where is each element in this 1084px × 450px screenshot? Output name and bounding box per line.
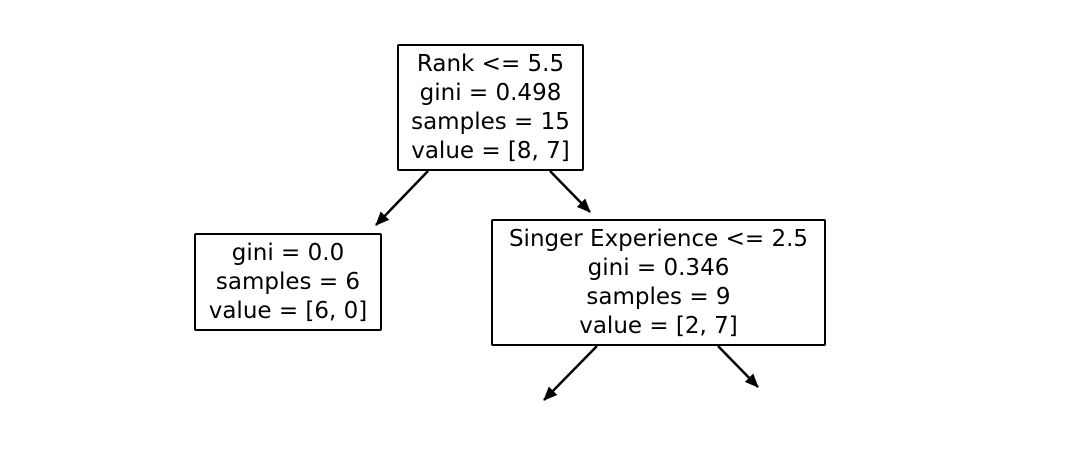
tree-node-left-leaf: gini = 0.0 samples = 6 value = [6, 0] bbox=[194, 233, 382, 331]
node-condition: Singer Experience <= 2.5 bbox=[508, 225, 809, 252]
node-condition: Rank <= 5.5 bbox=[416, 50, 565, 77]
edge-root-to-left bbox=[375, 170, 429, 226]
node-gini: gini = 0.498 bbox=[419, 79, 562, 106]
edge-right-to-left-child bbox=[543, 345, 598, 401]
edge-root-to-right bbox=[549, 170, 591, 213]
node-value: value = [8, 7] bbox=[411, 137, 570, 164]
node-value: value = [2, 7] bbox=[579, 312, 738, 339]
node-samples: samples = 15 bbox=[411, 108, 570, 135]
node-gini: gini = 0.0 bbox=[231, 239, 345, 266]
node-samples: samples = 9 bbox=[586, 283, 731, 310]
node-value: value = [6, 0] bbox=[208, 297, 368, 324]
tree-node-right: Singer Experience <= 2.5 gini = 0.346 sa… bbox=[491, 219, 826, 346]
tree-node-root: Rank <= 5.5 gini = 0.498 samples = 15 va… bbox=[397, 44, 584, 171]
node-gini: gini = 0.346 bbox=[587, 254, 730, 281]
node-samples: samples = 6 bbox=[215, 268, 361, 295]
edge-right-to-right-child bbox=[717, 345, 759, 388]
